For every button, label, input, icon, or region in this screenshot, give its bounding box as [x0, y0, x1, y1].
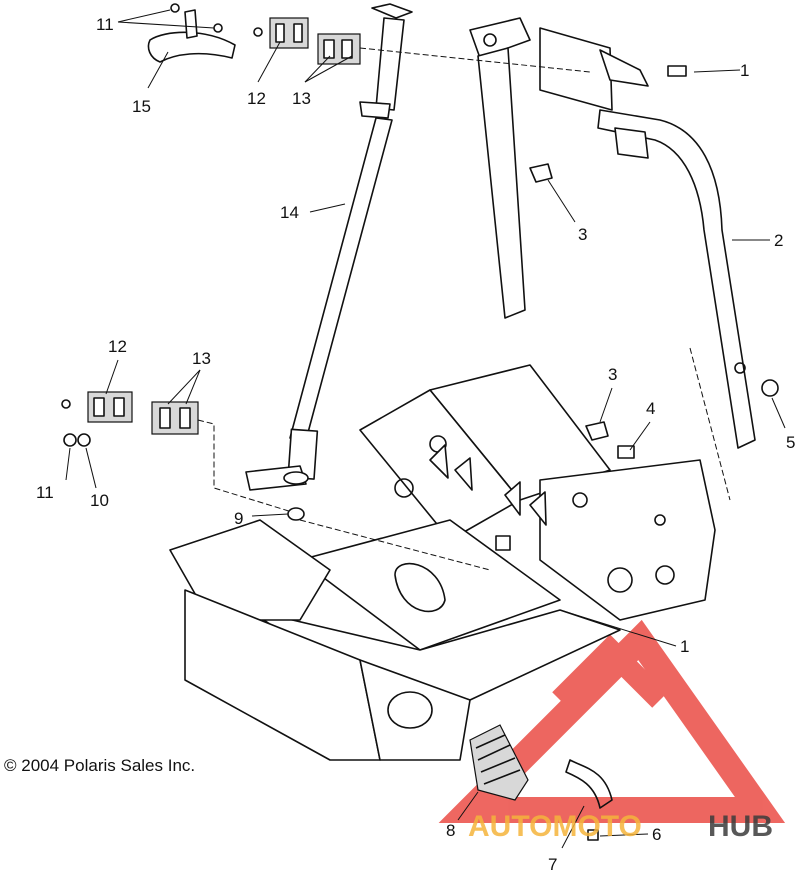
callout-15: 15: [132, 97, 151, 116]
watermark-logo-icon: [438, 619, 786, 823]
callout-9: 9: [234, 509, 243, 528]
callout-13-top: 13: [292, 89, 311, 108]
callout-3-bottom: 3: [608, 365, 617, 384]
watermark-text-hub: HUB: [708, 810, 773, 843]
callout-4: 4: [646, 399, 655, 418]
callout-3-top: 3: [578, 225, 587, 244]
watermark-text: AUTOMOTO HUB: [468, 810, 773, 843]
callout-2: 2: [774, 231, 783, 250]
watermark-text-automoto: AUTOMOTO: [468, 810, 642, 843]
steering-post: [245, 3, 413, 491]
callout-11-top: 11: [96, 15, 114, 34]
callout-5: 5: [786, 433, 795, 452]
handle-bracket: [147, 3, 236, 63]
callout-10: 10: [90, 491, 109, 510]
hardware: [287, 65, 779, 841]
chassis: [169, 364, 716, 761]
top-clamp-set: [253, 17, 361, 65]
callout-labels: 11 15 12 13 1 3 2 14 12 13 3 4 5 11 10 9…: [36, 15, 795, 874]
callout-8: 8: [446, 821, 455, 840]
callout-12-top: 12: [247, 89, 266, 108]
callout-6: 6: [652, 825, 661, 844]
copyright-notice: © 2004 Polaris Sales Inc.: [4, 756, 196, 775]
rear-support-frame: [469, 17, 756, 449]
callout-14: 14: [280, 203, 299, 222]
lower-clamp-set: [61, 391, 199, 447]
boot-clamp: [565, 759, 613, 809]
callout-13-bottom: 13: [192, 349, 211, 368]
callout-1-bottom: 1: [680, 637, 689, 656]
steering-boot: [469, 724, 529, 801]
leader-lines: [65, 9, 786, 849]
callout-1-top: 1: [740, 61, 749, 80]
callout-12-bottom: 12: [108, 337, 127, 356]
callout-11-bottom: 11: [36, 483, 54, 502]
callout-7: 7: [548, 855, 557, 874]
